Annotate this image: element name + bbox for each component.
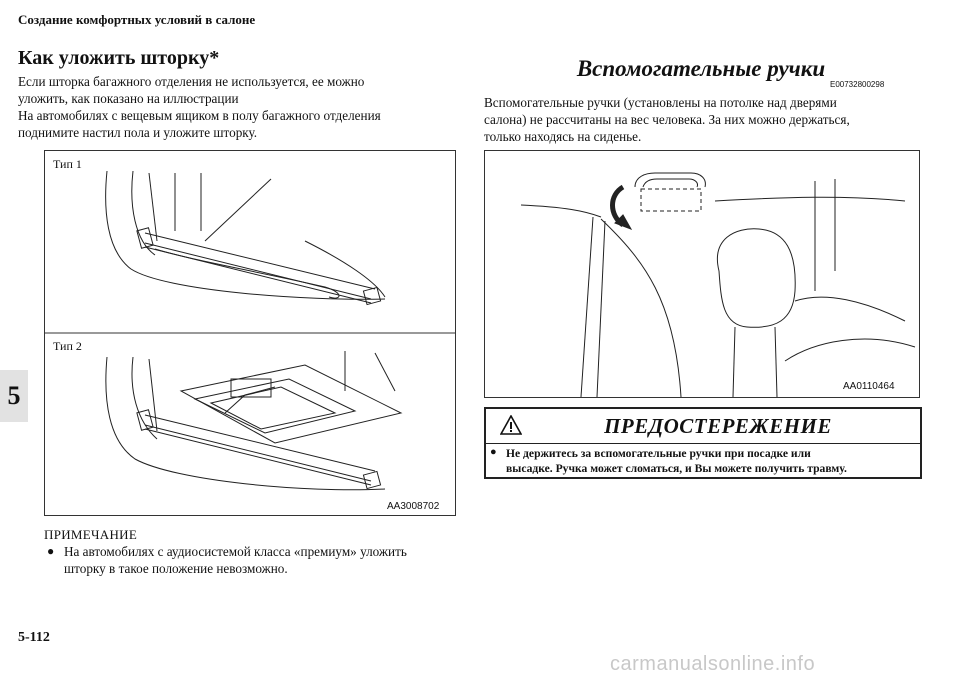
left-paragraph-line: Если шторка багажного отделения не испол…	[18, 74, 365, 89]
right-paragraph-line: салона) не рассчитаны на вес человека. З…	[484, 112, 850, 127]
right-paragraph-line: только находясь на сиденье.	[484, 129, 642, 144]
type1-label: Тип 1	[53, 157, 82, 171]
warning-text: Не держитесь за вспомогательные ручки пр…	[506, 446, 847, 476]
page-number: 5-112	[18, 630, 50, 645]
chapter-tab: 5	[0, 370, 28, 422]
warning-title: ПРЕДОСТЕРЕЖЕНИЕ	[604, 413, 832, 438]
note-heading: ПРИМЕЧАНИЕ	[44, 527, 138, 542]
note-line: шторку в такое положение невозможно.	[64, 561, 288, 576]
figure-code: AA0110464	[843, 381, 895, 392]
running-header: Создание комфортных условий в салоне	[18, 12, 256, 27]
warning-box: ПРЕДОСТЕРЕЖЕНИЕ ● Не держитесь за вспомо…	[484, 407, 922, 479]
type2-label: Тип 2	[53, 339, 82, 353]
left-paragraph-line: поднимите настил пола и уложите шторку.	[18, 125, 258, 140]
right-paragraph: Вспомогательные ручки (установлены на по…	[484, 94, 850, 145]
section-title: Как уложить шторку*	[18, 47, 220, 69]
note-bullet: ●	[47, 544, 55, 558]
document-code: E00732800298	[830, 80, 885, 89]
note-line: На автомобилях с аудиосистемой класса «п…	[64, 544, 407, 559]
watermark: carmanualsonline.info	[610, 653, 816, 675]
left-paragraph-line: На автомобилях с вещевым ящиком в полу б…	[18, 108, 381, 123]
warning-title-bar: ПРЕДОСТЕРЕЖЕНИЕ	[486, 409, 920, 444]
shade-storage-figure: Тип 1 Тип 2 AA3008702	[44, 150, 456, 516]
warning-line: высадке. Ручка может сломаться, и Вы мож…	[506, 462, 847, 475]
right-paragraph-line: Вспомогательные ручки (установлены на по…	[484, 95, 837, 110]
left-paragraph: Если шторка багажного отделения не испол…	[18, 73, 381, 141]
note-text: На автомобилях с аудиосистемой класса «п…	[64, 543, 407, 577]
assist-grip-figure: AA0110464	[484, 150, 920, 398]
warning-triangle-icon	[500, 415, 522, 435]
assist-grip-illustration: AA0110464	[485, 151, 919, 397]
right-section-title: Вспомогательные ручки	[576, 56, 826, 81]
warning-line: Не держитесь за вспомогательные ручки пр…	[506, 447, 811, 460]
shade-storage-illustration	[45, 151, 455, 515]
figure-code: AA3008702	[387, 501, 440, 512]
chapter-number: 5	[7, 381, 21, 410]
warning-bullet: ●	[490, 446, 497, 458]
left-paragraph-line: уложить, как показано на иллюстрации	[18, 91, 239, 106]
